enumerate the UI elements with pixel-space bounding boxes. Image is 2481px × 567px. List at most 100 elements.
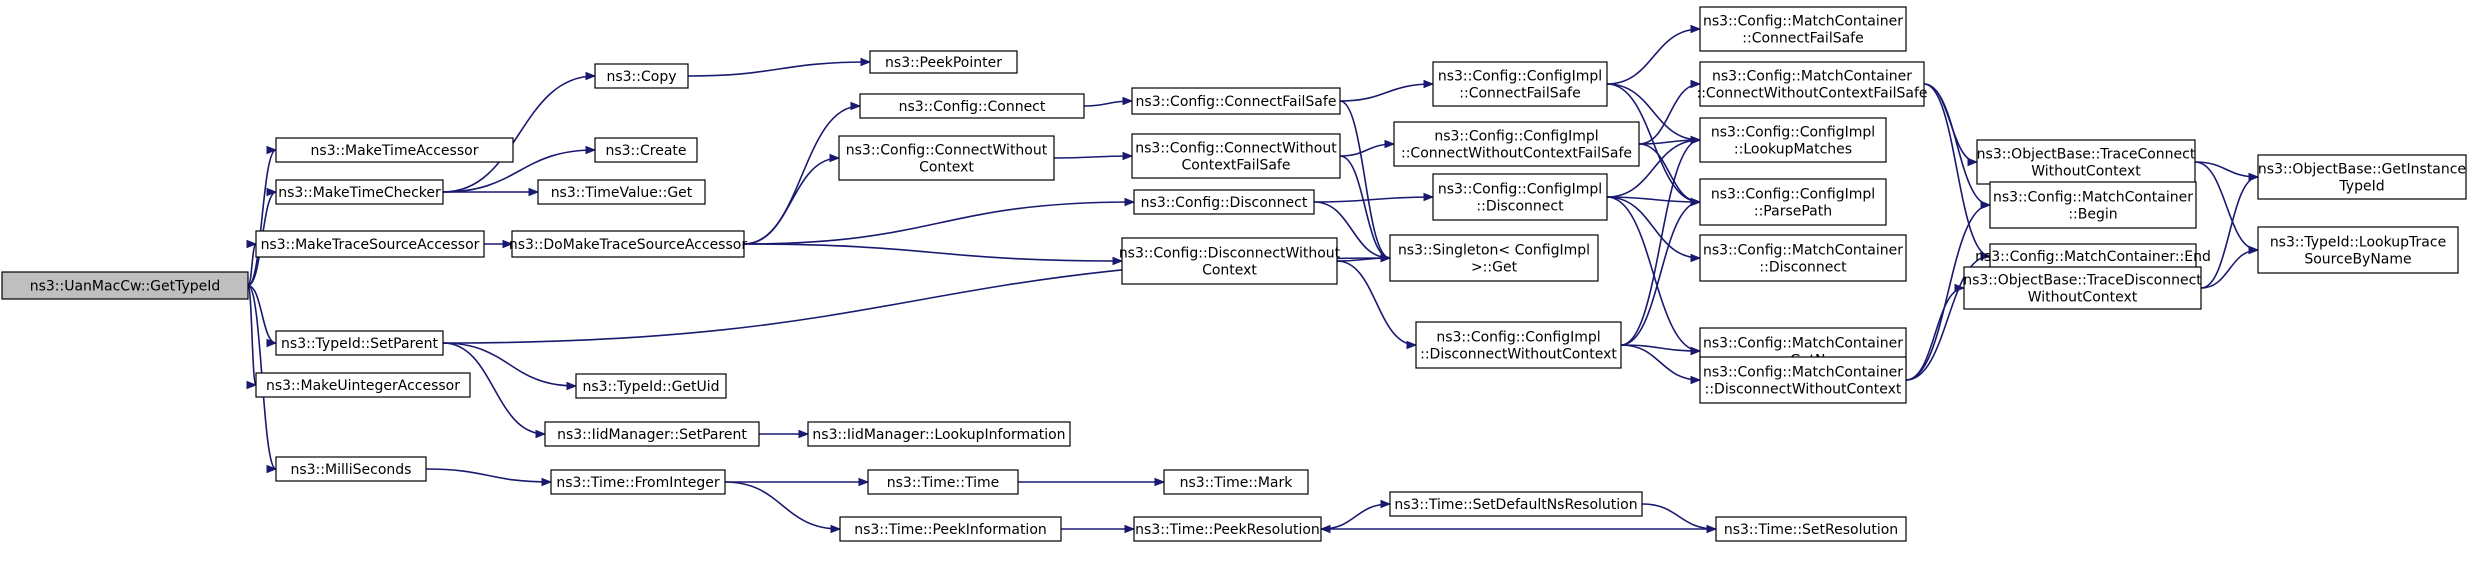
node-label: ns3::Time::SetDefaultNsResolution [1394, 497, 1637, 513]
edge-line [442, 150, 595, 193]
function-node[interactable]: ns3::Config::ConfigImpl::LookupMatches [1699, 117, 1887, 163]
node-box [275, 179, 444, 205]
node-box [807, 421, 1071, 447]
function-node[interactable]: ns3::MakeTimeAccessor [275, 137, 514, 163]
edge-n23-n24 [1339, 155, 1390, 258]
function-node[interactable]: ns3::Singleton< ConfigImpl >::Get [1389, 234, 1599, 282]
node-box [275, 456, 427, 482]
node-label: ns3::Config::DisconnectWithout [1119, 246, 1341, 262]
edge-n29-n32 [1606, 29, 1700, 85]
node-box [1389, 491, 1643, 517]
function-node[interactable]: ns3::Copy [594, 63, 689, 89]
node-label: ns3::Config::ConfigImpl [1711, 125, 1875, 141]
edge-n30-n33 [1638, 84, 1700, 145]
node-label: >::Get [1471, 260, 1518, 276]
node-box [1699, 61, 1925, 107]
node-box [859, 93, 1085, 119]
edge-n31-n39 [1641, 503, 1716, 529]
edge-n13-n21 [724, 481, 840, 529]
node-box [255, 372, 471, 398]
function-node[interactable]: ns3::TypeId::SetParent [275, 330, 444, 356]
node-label: ns3::IidManager::LookupInformation [812, 427, 1065, 443]
edge-n4-n12 [442, 342, 545, 434]
function-node[interactable]: ns3::Config::DisconnectWithoutContext [1119, 237, 1341, 285]
function-node[interactable]: ns3::Config::ConfigImpl::ConnectFailSafe [1432, 61, 1608, 107]
function-node[interactable]: ns3::Config::Connect [859, 93, 1085, 119]
function-node[interactable]: ns3::Time::PeekInformation [839, 516, 1062, 542]
node-label: ns3::Config::MatchContainer [1703, 14, 1903, 30]
edge-line [248, 284, 257, 386]
node-label: SourceByName [2304, 252, 2411, 268]
function-node[interactable]: ns3::Time::SetResolution [1715, 516, 1907, 542]
function-node[interactable]: ns3::Config::ConfigImpl::ParsePath [1699, 178, 1887, 226]
function-node[interactable]: ns3::Config::MatchContainer::ConnectWith… [1696, 61, 1928, 107]
node-box [1699, 117, 1887, 163]
edge-line [1620, 344, 1700, 351]
function-node[interactable]: ns3::MakeTraceSourceAccessor [255, 230, 485, 258]
function-node[interactable]: ns3::Time::FromInteger [550, 469, 726, 495]
edge-line [1905, 288, 1964, 381]
edge-n23-n30 [1339, 144, 1394, 157]
node-label: ns3::Config::MatchContainer::End [1975, 249, 2211, 265]
node-label: ::ConnectWithoutContextFailSafe [1696, 86, 1927, 102]
function-node[interactable]: ns3::Config::MatchContainer::Disconnect [1699, 234, 1907, 282]
function-node[interactable]: ns3::PeekPointer [869, 50, 1018, 74]
function-node[interactable]: ns3::MakeTimeChecker [275, 179, 444, 205]
node-box [1415, 321, 1622, 369]
node-box [1699, 6, 1907, 52]
node-label: ns3::TypeId::GetUid [582, 379, 719, 395]
function-node[interactable]: ns3::Time::SetDefaultNsResolution [1389, 491, 1643, 517]
edge-n6-n13 [425, 468, 551, 482]
function-node[interactable]: ns3::MilliSeconds [275, 456, 427, 482]
root-node[interactable]: ns3::UanMacCw::GetTypeId [1, 271, 249, 300]
edge-line [743, 243, 1122, 261]
function-node[interactable]: ns3::Config::MatchContainer::Begin [1989, 181, 2197, 229]
function-node[interactable]: ns3::TimeValue::Get [537, 179, 706, 205]
node-label: WithoutContext [2028, 290, 2138, 306]
function-node[interactable]: ns3::ObjectBase::TraceDisconnectWithoutC… [1963, 266, 2202, 310]
edge-n33-n42 [1923, 83, 1990, 256]
function-node[interactable]: ns3::Config::ConnectWithoutContextFailSa… [1131, 133, 1341, 179]
edge-n0-n5 [248, 284, 257, 386]
edge-n40-n45 [2194, 161, 2258, 250]
function-node[interactable]: ns3::Time::Mark [1163, 469, 1309, 495]
function-node[interactable]: ns3::IidManager::LookupInformation [807, 421, 1071, 447]
function-node[interactable]: ns3::Config::ConfigImpl::ConnectWithoutC… [1393, 121, 1640, 167]
function-node[interactable]: ns3::Config::MatchContainer::End [1975, 243, 2211, 269]
edge-line [1339, 144, 1394, 157]
function-node[interactable]: ns3::ObjectBase::TraceConnectWithoutCont… [1976, 139, 2196, 185]
function-node[interactable]: ns3::TypeId::GetUid [575, 373, 727, 399]
edge-line [1339, 100, 1390, 258]
edge-n26-n34 [1620, 140, 1700, 346]
edge-line [1339, 84, 1433, 102]
edge-n10-n16 [743, 158, 839, 245]
function-node[interactable]: ns3::Time::PeekResolution [1133, 516, 1322, 542]
edge-line [1638, 84, 1700, 145]
function-node[interactable]: ns3::Time::Time [867, 469, 1019, 495]
function-node[interactable]: ns3::IidManager::SetParent [544, 421, 760, 447]
node-label: ContextFailSafe [1182, 158, 1291, 174]
node-label: ns3::Config::ConnectWithout [846, 143, 1048, 159]
function-node[interactable]: ns3::Config::MatchContainer::DisconnectW… [1699, 356, 1907, 404]
function-node[interactable]: ns3::Config::MatchContainer::ConnectFail… [1699, 6, 1907, 52]
node-box [1, 271, 249, 300]
node-label: ns3::MakeUintegerAccessor [266, 378, 460, 394]
edge-line [248, 244, 257, 287]
function-node[interactable]: ns3::Create [594, 137, 698, 163]
node-box [255, 230, 485, 258]
function-node[interactable]: ns3::Config::ConfigImpl::DisconnectWitho… [1415, 321, 1622, 369]
function-node[interactable]: ns3::Config::ConnectWithoutContext [838, 135, 1055, 181]
function-node[interactable]: ns3::Config::Disconnect [1133, 189, 1315, 215]
function-node[interactable]: ns3::Config::ConfigImpl::Disconnect [1432, 173, 1608, 221]
function-node[interactable]: ns3::DoMakeTraceSourceAccessor [509, 230, 747, 258]
node-label: ns3::PeekPointer [885, 55, 1002, 71]
node-label: ns3::TimeValue::Get [551, 185, 693, 201]
edge-n17-n24 [1313, 201, 1390, 258]
function-node[interactable]: ns3::MakeUintegerAccessor [255, 372, 471, 398]
node-label: ns3::Config::ConnectWithout [1135, 141, 1337, 157]
function-node[interactable]: ns3::Config::ConnectFailSafe [1131, 87, 1341, 115]
edge-line [425, 468, 551, 482]
